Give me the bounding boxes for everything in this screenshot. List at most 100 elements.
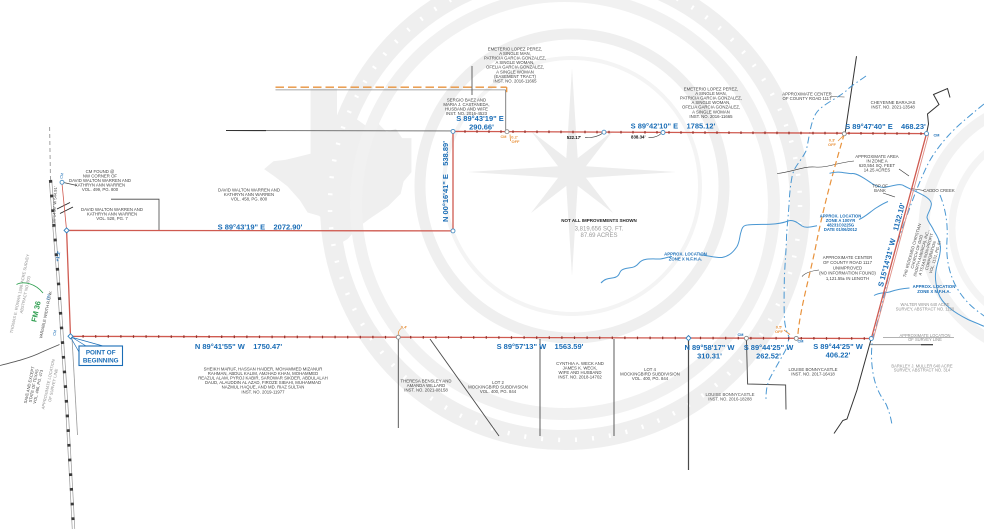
- svg-text:APPROXIMATE CENTER: APPROXIMATE CENTER: [782, 92, 832, 97]
- svg-text:BEGINNING: BEGINNING: [83, 357, 119, 364]
- svg-text:DAVID WALTON WARREN AND: DAVID WALTON WARREN AND: [69, 178, 131, 183]
- svg-text:LOUISE BONNYCASTLE: LOUISE BONNYCASTLE: [706, 392, 755, 397]
- svg-text:290.66': 290.66': [469, 123, 494, 132]
- svg-text:AMANDA WILLARD: AMANDA WILLARD: [407, 383, 445, 388]
- svg-text:MOCKINGBIRD SUBDIVISION: MOCKINGBIRD SUBDIVISION: [620, 372, 680, 377]
- svg-text:14.25 ACRES: 14.25 ACRES: [864, 168, 891, 173]
- svg-text:VOL. 400, PG. 844: VOL. 400, PG. 844: [632, 376, 669, 381]
- svg-text:OF COUNTY ROAD 1117: OF COUNTY ROAD 1117: [783, 96, 833, 101]
- svg-text:LOUISE BONNYCASTLE: LOUISE BONNYCASTLE: [789, 367, 838, 372]
- svg-text:INST. NO. 2017-16418: INST. NO. 2017-16418: [791, 372, 835, 377]
- svg-text:APPROX. LOCATION: APPROX. LOCATION: [913, 284, 956, 289]
- svg-text:POINT OF: POINT OF: [86, 349, 116, 356]
- svg-text:+1.2': +1.2': [55, 251, 63, 263]
- svg-text:INST. NO. 2016-18288: INST. NO. 2016-18288: [708, 397, 752, 402]
- svg-text:S 89°57'13" W 1563.59': S 89°57'13" W 1563.59': [497, 342, 584, 351]
- svg-text:INST. NO. 2016-11665: INST. NO. 2016-11665: [689, 114, 733, 119]
- svg-text:CM: CM: [934, 134, 940, 138]
- svg-text:ZONE X N.F.H.A.: ZONE X N.F.H.A.: [917, 289, 950, 294]
- svg-text:SURVEY, ABSTRACT NO. 1130: SURVEY, ABSTRACT NO. 1130: [896, 306, 955, 311]
- svg-text:DAVID WALTON WARREN AND: DAVID WALTON WARREN AND: [81, 207, 143, 212]
- svg-text:310.31': 310.31': [697, 351, 722, 360]
- svg-text:INST. NO. 2019-11977: INST. NO. 2019-11977: [241, 389, 285, 394]
- svg-text:ZONE A 100YR: ZONE A 100YR: [826, 218, 855, 223]
- svg-text:LOT 2: LOT 2: [492, 380, 504, 385]
- svg-text:KATHRYN ANN WARREN: KATHRYN ANN WARREN: [75, 183, 125, 188]
- svg-text:0.3': 0.3': [829, 138, 836, 143]
- svg-text:INST. NO. 2016-11665: INST. NO. 2016-11665: [493, 78, 537, 83]
- svg-text:CM: CM: [60, 173, 65, 180]
- svg-text:HUSBAND AND WIFE: HUSBAND AND WIFE: [445, 107, 488, 112]
- svg-text:BANK: BANK: [874, 188, 886, 193]
- svg-text:NOT ALL IMPROVEMENTS SHOWN: NOT ALL IMPROVEMENTS SHOWN: [561, 218, 637, 223]
- svg-text:PATRICIA GARCIA GONZALEZ,: PATRICIA GARCIA GONZALEZ,: [484, 56, 546, 61]
- svg-text:A SINGLE MAN,: A SINGLE MAN,: [695, 91, 727, 96]
- svg-text:OF COUNTY ROAD 1117: OF COUNTY ROAD 1117: [823, 260, 873, 265]
- svg-text:838.34': 838.34': [631, 135, 645, 140]
- svg-text:OFF: OFF: [775, 329, 784, 334]
- svg-text:APPROX. LOCATION: APPROX. LOCATION: [664, 252, 707, 257]
- svg-text:DATE 01/06/2012: DATE 01/06/2012: [824, 227, 858, 232]
- svg-text:APPROX. LOCATION: APPROX. LOCATION: [820, 213, 862, 218]
- svg-text:(EASEMENT TRACT): (EASEMENT TRACT): [494, 74, 536, 79]
- svg-text:DAUD, ALAUDDIN AL AZAD, FIROZE: DAUD, ALAUDDIN AL AZAD, FIROZE SIBAHI, M…: [205, 380, 321, 385]
- svg-text:406.22': 406.22': [826, 351, 851, 360]
- svg-text:THERESA BENSLEY AND: THERESA BENSLEY AND: [400, 379, 451, 384]
- svg-text:CM: CM: [501, 135, 507, 139]
- svg-text:NW CORNER OF: NW CORNER OF: [83, 174, 118, 179]
- svg-text:CM: CM: [738, 333, 744, 337]
- svg-text:A SINGLE WOMAN: A SINGLE WOMAN: [496, 69, 534, 74]
- svg-text:N 89°41'55" W 1750.47': N 89°41'55" W 1750.47': [195, 342, 282, 351]
- svg-text:620,554 SQ. FEET: 620,554 SQ. FEET: [859, 163, 896, 168]
- svg-text:OFELIA GARCIA GONZALEZ,: OFELIA GARCIA GONZALEZ,: [486, 65, 544, 70]
- svg-text:OFF: OFF: [512, 139, 521, 144]
- svg-text:VOL. 499, PG. 800: VOL. 499, PG. 800: [82, 187, 119, 192]
- svg-text:INST. NO. 2021-13548: INST. NO. 2021-13548: [871, 105, 915, 110]
- svg-text:N 00°16'41" E 538.89': N 00°16'41" E 538.89': [441, 141, 450, 222]
- svg-text:EMETERIO LOPEZ PEREZ,: EMETERIO LOPEZ PEREZ,: [684, 87, 738, 92]
- svg-text:APPROXIMATE LOCATION: APPROXIMATE LOCATION: [899, 333, 950, 338]
- svg-text:N 00°14'56" W 544.91': N 00°14'56" W 544.91': [51, 186, 58, 227]
- svg-text:APPROXIMATE CENTER: APPROXIMATE CENTER: [823, 255, 873, 260]
- svg-text:0.5': 0.5': [776, 325, 783, 330]
- svg-text:A SINGLE WOMAN: A SINGLE WOMAN: [692, 109, 730, 114]
- svg-text:KATHRYN ANN WARREN: KATHRYN ANN WARREN: [224, 192, 274, 197]
- svg-text:A SINGLE WOMAN,: A SINGLE WOMAN,: [692, 100, 731, 105]
- svg-text:TOP OF: TOP OF: [872, 184, 888, 189]
- svg-text:48231C0225G: 48231C0225G: [827, 222, 854, 227]
- svg-text:CM: CM: [46, 294, 51, 301]
- svg-text:S 89°47'40" E 468.23': S 89°47'40" E 468.23': [845, 122, 926, 131]
- svg-text:FM 36: FM 36: [29, 300, 42, 323]
- svg-text:IN ZONE A: IN ZONE A: [866, 159, 887, 164]
- svg-text:KATHRYN ANN WARREN: KATHRYN ANN WARREN: [87, 212, 137, 217]
- svg-text:UNIMPROVED: UNIMPROVED: [833, 265, 862, 270]
- svg-text:OF SURVEY LINE: OF SURVEY LINE: [908, 337, 942, 342]
- svg-text:3,819,656 SQ. FT.: 3,819,656 SQ. FT.: [575, 227, 624, 233]
- svg-text:522.17': 522.17': [567, 135, 581, 140]
- svg-text:VOL. 528, PG. 7: VOL. 528, PG. 7: [96, 216, 128, 221]
- svg-text:SURVEY, ABSTRACT NO. 314: SURVEY, ABSTRACT NO. 314: [894, 368, 951, 373]
- svg-text:OFELIA GARCIA GONZALEZ,: OFELIA GARCIA GONZALEZ,: [682, 105, 740, 110]
- svg-text:S 89°43'19" E: S 89°43'19" E: [456, 114, 504, 123]
- svg-text:CM: CM: [798, 340, 804, 344]
- svg-text:MOCKINGBIRD SUBDIVISION: MOCKINGBIRD SUBDIVISION: [468, 385, 528, 390]
- svg-text:A SINGLE MAN,: A SINGLE MAN,: [499, 51, 531, 56]
- svg-text:S 89°43'19" E 2072.90': S 89°43'19" E 2072.90': [218, 222, 303, 231]
- svg-text:WALTER WINN 640 ACRE: WALTER WINN 640 ACRE: [901, 302, 950, 307]
- svg-text:NAZMUL HAQUE, AND MD. RIAZ SUL: NAZMUL HAQUE, AND MD. RIAZ SULTAN: [222, 385, 305, 390]
- svg-text:S 89°44'25" W: S 89°44'25" W: [744, 343, 795, 352]
- svg-text:0.2': 0.2': [511, 135, 518, 140]
- svg-text:INST. NO. 2016-4523: INST. NO. 2016-4523: [446, 111, 488, 116]
- svg-text:262.52': 262.52': [756, 351, 781, 360]
- svg-text:CADDO CREEK: CADDO CREEK: [923, 188, 955, 193]
- svg-text:INST. NO. 2021-08158: INST. NO. 2021-08158: [404, 388, 448, 393]
- svg-text:A SINGLE WOMAN,: A SINGLE WOMAN,: [496, 60, 535, 65]
- svg-text:BARKLEY J. MULLER 640 ACRE: BARKLEY J. MULLER 640 ACRE: [891, 363, 952, 368]
- svg-text:N 89°58'17" W: N 89°58'17" W: [684, 343, 735, 352]
- svg-text:VOL. 458, PG. 800: VOL. 458, PG. 800: [231, 197, 268, 202]
- svg-text:OFF: OFF: [828, 142, 837, 147]
- svg-text:ZONE X N.F.H.A.: ZONE X N.F.H.A.: [669, 257, 702, 262]
- svg-text:CM: CM: [53, 330, 58, 337]
- svg-text:INST. NO. 2018-14702: INST. NO. 2018-14702: [558, 375, 602, 380]
- svg-text:REAZUL ALAM, PYROJ KABIR, SARO: REAZUL ALAM, PYROJ KABIR, SAROWAR SIKDER…: [198, 376, 328, 381]
